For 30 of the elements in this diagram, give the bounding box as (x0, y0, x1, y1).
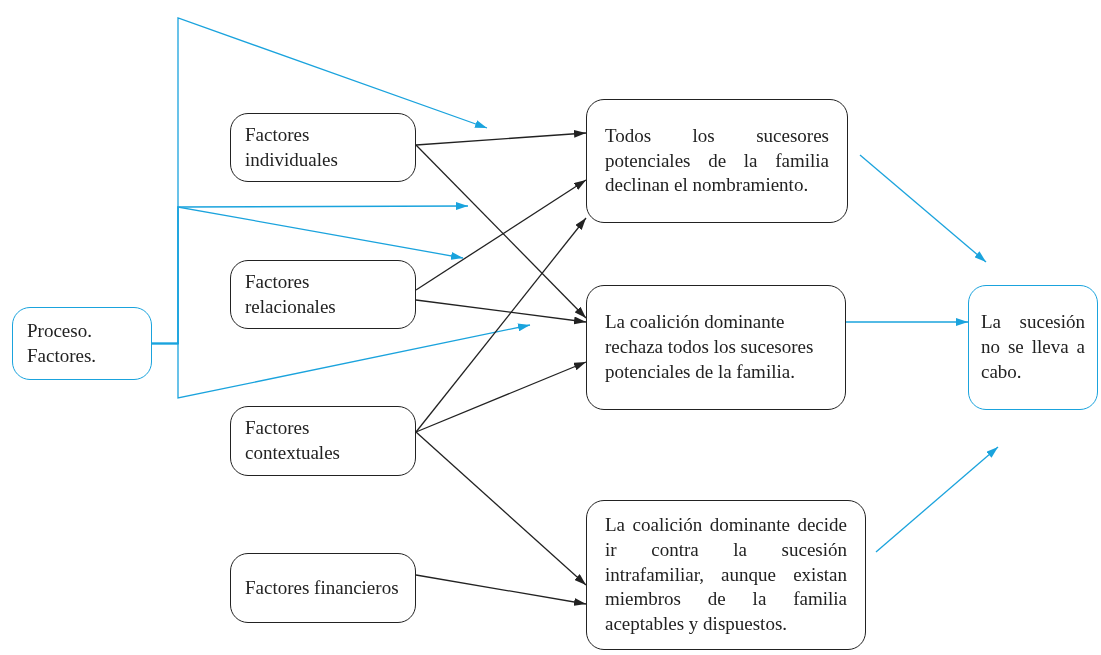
box-text: Todos los sucesores potenciales de la familia declinan el nombramiento. (605, 124, 829, 196)
box-text: Factores relacionales (245, 270, 336, 317)
box-text: Factores individuales (245, 123, 338, 170)
arrow (415, 217, 587, 433)
box-text: La coalición dominante rechaza todos los sucesores potenciales de la familia. (605, 311, 814, 382)
arrow (875, 446, 999, 553)
arrow (415, 144, 587, 319)
box-text: Proceso. Factores. (27, 319, 97, 366)
arrow (415, 179, 587, 291)
rounded-box (586, 500, 866, 650)
rounded-box (12, 307, 152, 380)
rounded-box (230, 113, 416, 182)
rounded-box (586, 99, 848, 223)
box-text: Factores contextuales (245, 417, 340, 463)
arrow (415, 431, 587, 586)
box-text: La coalición dominante decide ir contra la sucesión intrafamiliar, aunque existan miembros de la familia aceptables y dispuestos. (605, 514, 847, 635)
arrow (415, 299, 587, 325)
rounded-box (968, 285, 1098, 410)
arrow (415, 129, 587, 146)
arrow (415, 361, 587, 433)
arrow (151, 323, 531, 399)
arrow (859, 154, 987, 263)
rounded-box (586, 285, 846, 410)
rounded-box (230, 406, 416, 476)
arrow (845, 318, 969, 326)
arrow (415, 574, 587, 606)
rounded-box (230, 260, 416, 329)
rounded-box (230, 553, 416, 623)
box-text: La sucesión no se lleva a cabo. (981, 311, 1085, 382)
box-text: Factores financieros (245, 576, 399, 598)
